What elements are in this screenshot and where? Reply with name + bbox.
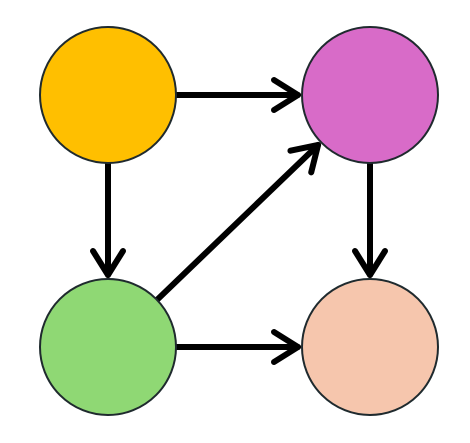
node-bottom-right <box>301 278 439 416</box>
edge-bottom-left-to-top-right <box>154 141 322 303</box>
nodes-layer <box>39 26 439 416</box>
node-top-left <box>39 26 177 164</box>
arrowhead-icon <box>90 248 126 278</box>
edge-line <box>154 141 322 303</box>
edge-top-left-to-bottom-left <box>90 160 126 278</box>
arrowhead-icon <box>271 329 301 365</box>
edge-top-left-to-top-right <box>173 77 301 113</box>
edge-top-right-to-bottom-right <box>352 160 388 278</box>
edge-bottom-left-to-bottom-right <box>173 329 301 365</box>
node-bottom-left <box>39 278 177 416</box>
arrowhead-icon <box>271 77 301 113</box>
arrowhead-icon <box>287 141 322 176</box>
edges-layer <box>90 77 388 365</box>
arrowhead-icon <box>352 248 388 278</box>
node-top-right <box>301 26 439 164</box>
